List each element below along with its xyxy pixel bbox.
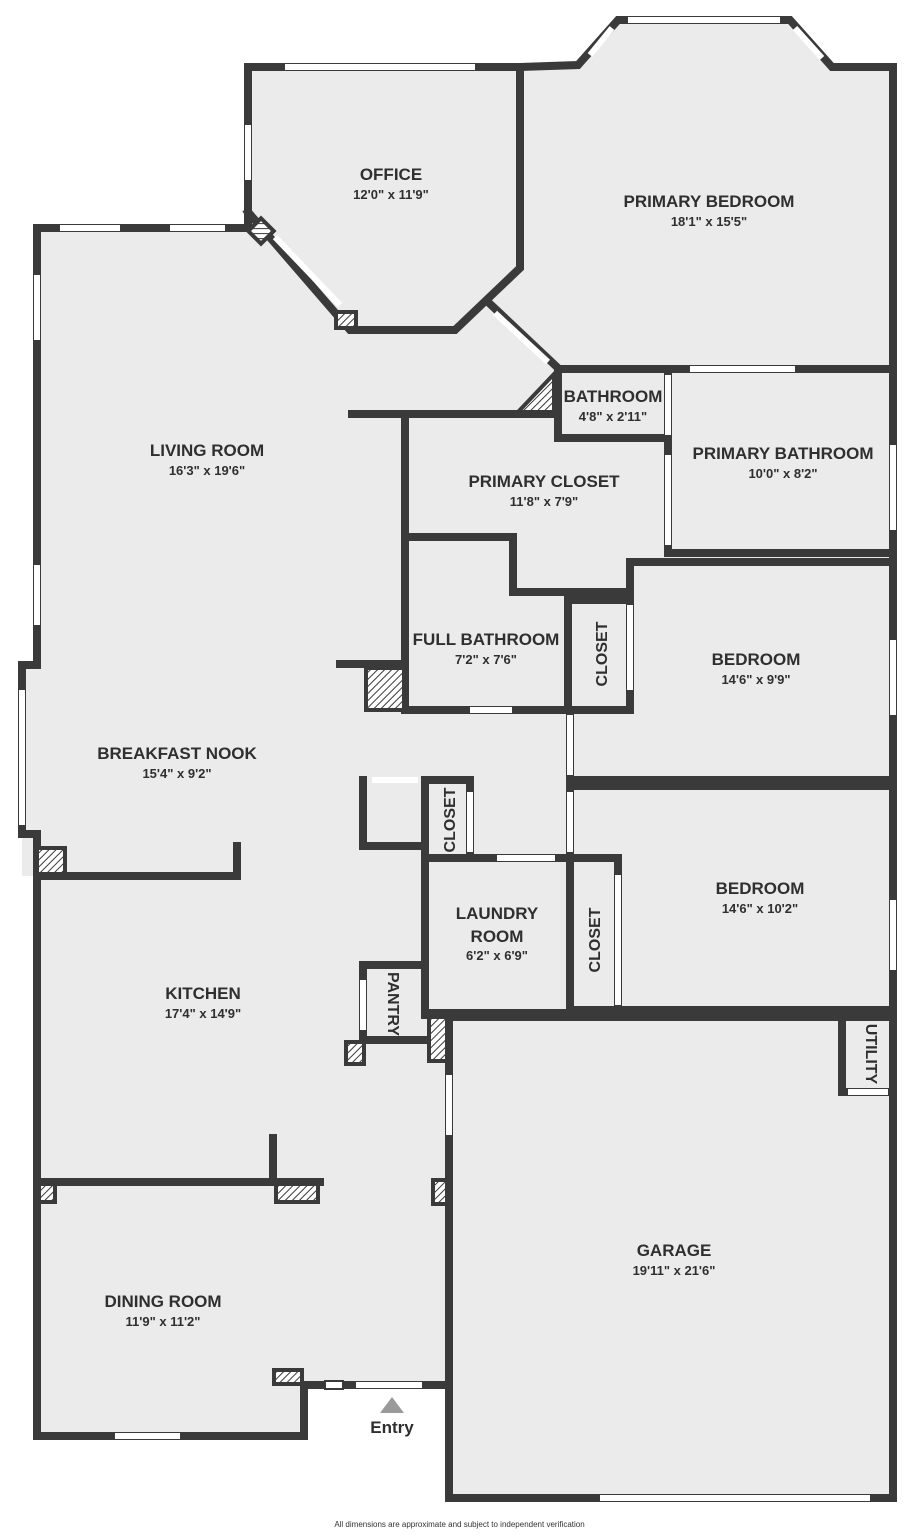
- primary-bathroom-name: PRIMARY BATHROOM: [692, 444, 873, 463]
- primary-bedroom-name: PRIMARY BEDROOM: [624, 192, 795, 211]
- garage-name: GARAGE: [637, 1241, 712, 1260]
- full-bathroom-name: FULL BATHROOM: [413, 630, 560, 649]
- bedroom-2-name: BEDROOM: [716, 879, 805, 898]
- closet-c-label: CLOSET: [587, 907, 604, 972]
- pantry-label: PANTRY: [384, 972, 401, 1036]
- living-room-dims: 16'3" x 19'6": [169, 463, 245, 478]
- laundry-room-name-line1: LAUNDRY: [456, 904, 539, 923]
- laundry-room-dims: 6'2" x 6'9": [466, 948, 528, 963]
- disclaimer-footer: All dimensions are approximate and subje…: [334, 1520, 585, 1529]
- primary-closet-name: PRIMARY CLOSET: [468, 472, 620, 491]
- closet-a-label: CLOSET: [594, 621, 611, 686]
- entry-marker: [304, 1380, 449, 1413]
- full-bathroom-dims: 7'2" x 7'6": [455, 652, 517, 667]
- utility-label: UTILITY: [862, 1024, 879, 1085]
- floor-fill: [22, 20, 893, 1498]
- living-room-name: LIVING ROOM: [150, 441, 264, 460]
- bathroom-name: BATHROOM: [564, 387, 663, 406]
- breakfast-nook-dims: 15'4" x 9'2": [142, 766, 211, 781]
- primary-closet-dims: 11'8" x 7'9": [510, 494, 578, 509]
- office-dims: 12'0" x 11'9": [353, 187, 429, 202]
- entry-label: Entry: [370, 1418, 414, 1437]
- entry-arrow-icon: [380, 1397, 404, 1413]
- bedroom-2-dims: 14'6" x 10'2": [722, 901, 798, 916]
- laundry-room-name-line2: ROOM: [471, 927, 524, 946]
- breakfast-nook-name: BREAKFAST NOOK: [97, 744, 257, 763]
- room-labels: OFFICE 12'0" x 11'9" PRIMARY BEDROOM 18'…: [97, 165, 879, 1437]
- garage-dims: 19'11" x 21'6": [633, 1263, 716, 1278]
- dining-room-name: DINING ROOM: [104, 1292, 221, 1311]
- primary-bedroom-dims: 18'1" x 15'5": [671, 214, 747, 229]
- office-name: OFFICE: [360, 165, 422, 184]
- bathroom-dims: 4'8" x 2'11": [579, 409, 647, 424]
- kitchen-dims: 17'4" x 14'9": [165, 1006, 241, 1021]
- kitchen-name: KITCHEN: [165, 984, 241, 1003]
- primary-bathroom-dims: 10'0" x 8'2": [748, 466, 817, 481]
- dining-room-dims: 11'9" x 11'2": [126, 1314, 201, 1329]
- bedroom-1-dims: 14'6" x 9'9": [721, 672, 790, 687]
- closet-b-label: CLOSET: [442, 787, 459, 852]
- bedroom-1-name: BEDROOM: [712, 650, 801, 669]
